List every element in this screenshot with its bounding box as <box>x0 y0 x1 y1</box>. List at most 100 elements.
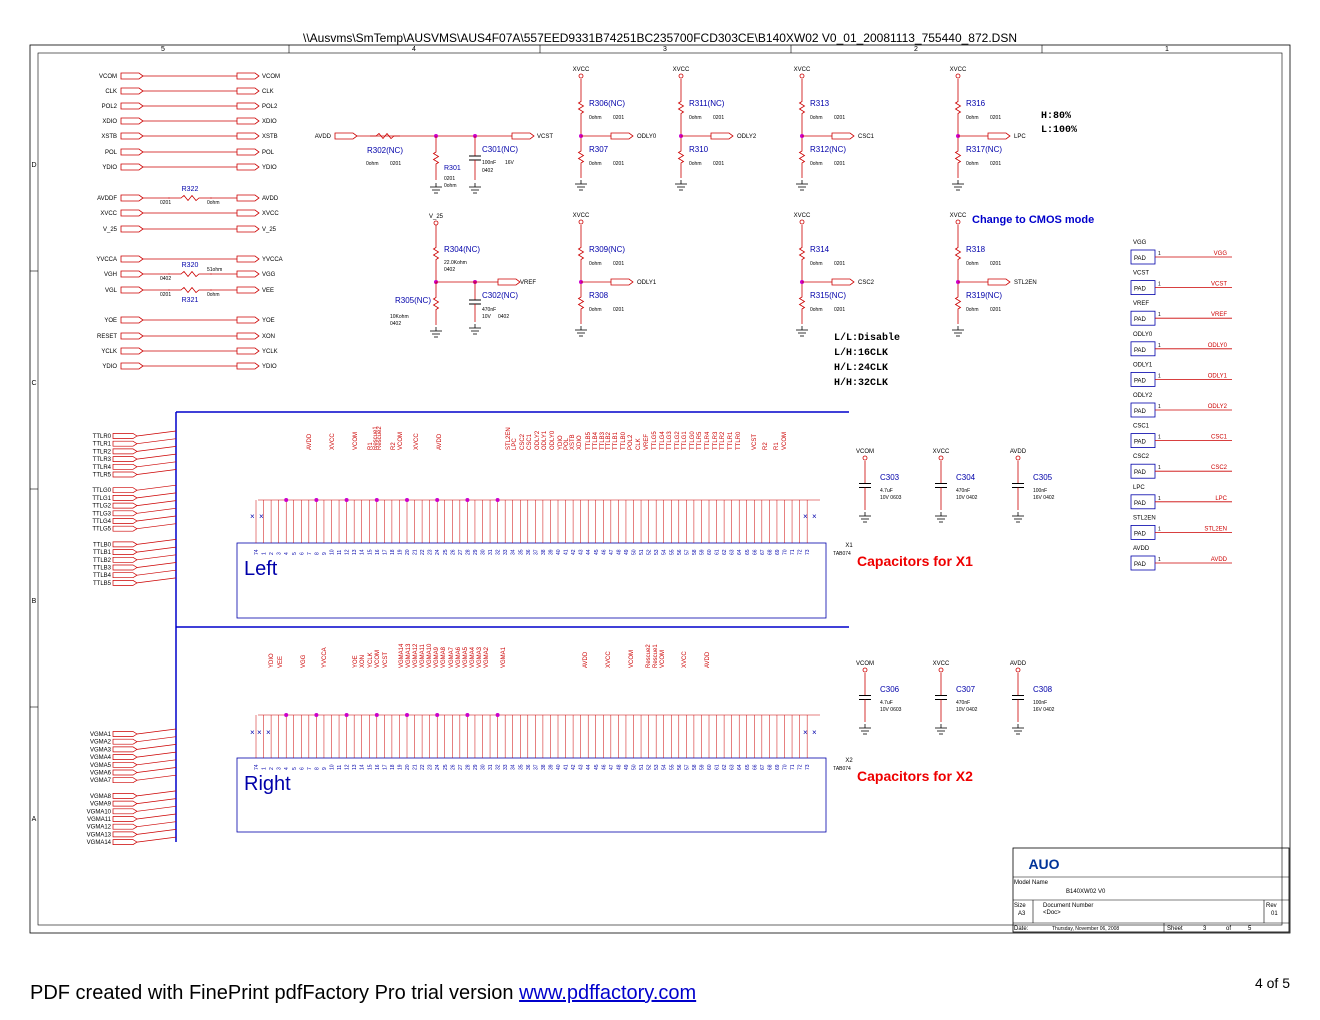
pin-number: 21 <box>413 764 419 770</box>
pin-number: 40 <box>556 764 562 770</box>
net-in-label: XVCC <box>100 211 117 217</box>
pin-signal-label: VGMA4 <box>470 646 476 668</box>
pin-number: 38 <box>541 549 547 555</box>
net-flag <box>610 132 634 140</box>
pad-net-label: CSC2 <box>1133 454 1150 460</box>
net-flag <box>120 148 144 156</box>
pin-number: 69 <box>775 549 781 555</box>
bus-entry <box>136 577 177 584</box>
supply-label: XVCC <box>573 67 590 73</box>
capacitor-ref: C303 <box>880 473 900 482</box>
resistor-ref: R315(NC) <box>810 291 846 300</box>
bus-flag <box>112 777 138 784</box>
pin-number: 65 <box>745 549 751 555</box>
note-lpc-low: L:100% <box>1041 125 1077 136</box>
bus-flag <box>112 831 138 838</box>
column-marker: 1 <box>1165 46 1169 53</box>
bus-entry <box>136 492 177 499</box>
resistor-symbol <box>798 79 806 136</box>
resistor-ref: R313 <box>810 99 830 108</box>
bus-net-label: TTLG2 <box>92 504 111 510</box>
capacitor-spec: 16V 0402 <box>1033 707 1055 713</box>
resistor-ref: R318 <box>966 245 986 254</box>
capacitor-voltage: 10V <box>482 314 492 320</box>
resistor-symbol <box>577 79 585 136</box>
pin-number: 67 <box>760 764 766 770</box>
resistor-package: 0201 <box>990 307 1001 313</box>
pin-number: 9 <box>322 552 328 555</box>
pin-signal-label: TTLR3 <box>713 431 719 450</box>
footer-link[interactable]: www.pdffactory.com <box>519 982 697 1004</box>
bus-flag <box>112 456 138 462</box>
net-out-label: AVDD <box>262 196 279 202</box>
net-label: CSC2 <box>858 280 875 286</box>
pin-number: 53 <box>654 549 660 555</box>
pin-number: 12 <box>345 764 351 770</box>
pin-number: 17 <box>382 764 388 770</box>
bus-net-label: TTLG0 <box>92 488 111 494</box>
resistor-value: 51ohm <box>207 267 222 273</box>
pin-signal-label: VGMA3 <box>477 646 483 668</box>
bus-flag <box>112 580 138 586</box>
bus-entry <box>136 469 177 475</box>
net-flag <box>831 132 855 140</box>
net-flag <box>120 255 144 263</box>
bus-flag <box>112 510 138 517</box>
pin-number: 30 <box>481 764 487 770</box>
pin-signal-label: VCOM <box>782 432 788 450</box>
bus-entry <box>136 759 177 766</box>
pin-number: 68 <box>767 764 773 770</box>
pin-signal-label: YCLK <box>368 652 374 668</box>
pin-number: 12 <box>345 549 351 555</box>
pin-number: 8 <box>314 552 320 555</box>
net-flag <box>120 163 144 171</box>
capacitor-spec: 10V 0603 <box>880 495 902 501</box>
note-csc-mode: L/L:Disable <box>834 332 900 344</box>
net-in-label: YOE <box>104 318 117 324</box>
pin-number: 21 <box>413 549 419 555</box>
bus-net-label: VGMA5 <box>90 763 112 769</box>
net-flag <box>120 347 144 355</box>
pin-number: 13 <box>352 549 358 555</box>
net-flag <box>236 194 260 202</box>
bus-entry <box>136 438 177 445</box>
pin-number: 18 <box>390 764 396 770</box>
pin-number: 4 <box>284 552 290 555</box>
pin-number: 32 <box>496 764 502 770</box>
pad-label: PAD <box>1134 287 1147 293</box>
net-flag <box>120 72 144 80</box>
capacitor-value: 100nF <box>1033 488 1047 494</box>
net-flag <box>120 117 144 125</box>
pin-signal-label: XDIO <box>577 435 583 450</box>
pin-number: 45 <box>594 549 600 555</box>
net-flag <box>236 316 260 324</box>
bus-entry <box>136 461 177 468</box>
supply-symbol <box>678 73 684 79</box>
pin-number: 22 <box>420 764 426 770</box>
caps-note: Capacitors for X1 <box>857 553 973 569</box>
pin-signal-label: TTLB0 <box>621 431 627 450</box>
pin-signal-label: AVDD <box>307 433 313 450</box>
pin-number: 34 <box>511 549 517 555</box>
pin-signal-label: VCOM <box>629 650 635 668</box>
pin-signal-label: YOE <box>353 655 359 668</box>
title-label: Rev <box>1266 903 1277 909</box>
net-out-label: CLK <box>262 89 274 95</box>
pin-signal-label: CSC1 <box>527 433 533 450</box>
pin-number: 10 <box>330 764 336 770</box>
pad-pin: 1 <box>1158 435 1161 441</box>
pin-number: 31 <box>488 549 494 555</box>
bus-entry <box>136 805 177 812</box>
pin-number: 57 <box>684 764 690 770</box>
bus-net-label: TTLB5 <box>93 581 112 587</box>
pin-number: 23 <box>428 549 434 555</box>
connector-x2: VGMA1VGMA2VGMA3VGMA4VGMA5VGMA6VGMA7VGMA8… <box>87 626 1055 846</box>
net-flag <box>236 117 260 125</box>
pad-pin: 1 <box>1158 557 1161 563</box>
pin-signal-label: ODLY1 <box>542 430 548 450</box>
pin-number: 56 <box>677 549 683 555</box>
bus-net-label: TTLR0 <box>93 434 112 440</box>
capacitor-ref: C301(NC) <box>482 145 518 154</box>
resistor-ref: R322 <box>182 186 199 193</box>
bus-flag <box>112 525 138 532</box>
